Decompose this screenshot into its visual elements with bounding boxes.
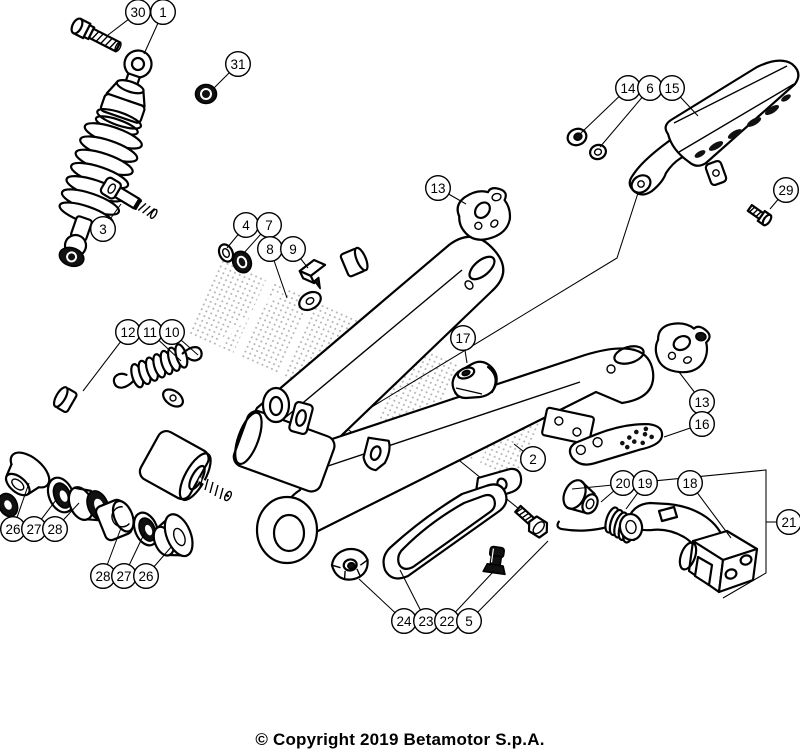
callout-27[interactable]: 27 xyxy=(110,531,146,590)
callout-28[interactable]: 28 xyxy=(42,502,80,543)
callout-26[interactable]: 26 xyxy=(132,545,173,590)
brake-rod xyxy=(162,246,369,408)
callout-14[interactable]: 14 xyxy=(580,74,642,134)
svg-text:13: 13 xyxy=(430,181,445,196)
rod-end-fitting xyxy=(0,492,19,518)
callout-1[interactable]: 1 xyxy=(143,0,176,55)
washer-4 xyxy=(217,243,235,263)
group-bracket-21 xyxy=(571,469,777,599)
svg-text:27: 27 xyxy=(26,522,41,537)
svg-text:14: 14 xyxy=(620,81,636,96)
callout-28[interactable]: 28 xyxy=(89,527,122,590)
svg-text:31: 31 xyxy=(230,57,245,72)
svg-text:7: 7 xyxy=(265,218,273,233)
callout-20[interactable]: 20 xyxy=(600,470,637,503)
swingarm xyxy=(232,235,655,565)
guard-screw-29 xyxy=(746,203,773,227)
svg-text:28: 28 xyxy=(95,569,110,584)
return-spring xyxy=(112,343,203,389)
callout-18[interactable]: 18 xyxy=(677,470,732,539)
chain-guard xyxy=(628,59,800,196)
svg-text:29: 29 xyxy=(778,183,793,198)
svg-text:9: 9 xyxy=(289,242,297,257)
svg-text:3: 3 xyxy=(99,222,107,237)
callout-12[interactable]: 12 xyxy=(82,319,141,392)
brake-pedal xyxy=(618,501,759,594)
screw-22 xyxy=(482,545,506,576)
svg-text:13: 13 xyxy=(694,395,709,410)
flange-bolt-5 xyxy=(514,504,549,539)
svg-text:15: 15 xyxy=(664,81,679,96)
callout-26[interactable]: 26 xyxy=(0,482,30,542)
svg-text:20: 20 xyxy=(615,476,630,491)
shock-nut xyxy=(194,83,218,105)
pedal-bushing xyxy=(562,479,599,515)
svg-text:22: 22 xyxy=(439,614,454,629)
svg-text:2: 2 xyxy=(529,452,537,467)
callout-9[interactable]: 9 xyxy=(280,235,309,269)
nut-24 xyxy=(330,547,369,581)
svg-text:10: 10 xyxy=(164,325,179,340)
svg-text:12: 12 xyxy=(120,325,135,340)
shock-absorber xyxy=(58,49,153,268)
svg-text:24: 24 xyxy=(396,614,412,629)
nut-7 xyxy=(231,250,253,274)
upper-shock-bolt xyxy=(70,17,122,53)
callout-29[interactable]: 29 xyxy=(769,176,800,210)
svg-text:5: 5 xyxy=(465,614,473,629)
svg-text:27: 27 xyxy=(116,569,131,584)
chain-disc-guard-right xyxy=(654,322,711,374)
svg-text:11: 11 xyxy=(143,325,157,340)
svg-text:21: 21 xyxy=(781,515,796,530)
chain-disc-guard-left xyxy=(456,187,512,241)
callout-2[interactable]: 2 xyxy=(513,443,547,473)
callout-17[interactable]: 17 xyxy=(450,325,477,364)
rod-clamp-tab xyxy=(298,290,322,312)
guard-mount-tab xyxy=(704,159,728,187)
callout-31[interactable]: 31 xyxy=(213,51,251,89)
callout-19[interactable]: 19 xyxy=(625,470,659,510)
chain-guide-bracket xyxy=(568,423,664,466)
svg-text:16: 16 xyxy=(694,417,709,432)
callout-24[interactable]: 24 xyxy=(358,578,418,635)
svg-text:8: 8 xyxy=(266,242,274,257)
svg-text:19: 19 xyxy=(637,476,652,491)
callout-23[interactable]: 23 xyxy=(399,569,440,635)
pivot-shaft-threads xyxy=(197,475,233,502)
svg-text:17: 17 xyxy=(455,331,470,346)
svg-text:1: 1 xyxy=(159,5,167,20)
callout-30[interactable]: 30 xyxy=(107,0,151,36)
chain-guide xyxy=(382,467,523,580)
svg-text:26: 26 xyxy=(138,569,153,584)
callout-10[interactable]: 10 xyxy=(158,319,199,356)
svg-text:30: 30 xyxy=(130,5,145,20)
callout-15[interactable]: 15 xyxy=(659,74,699,117)
chain-slider-pad xyxy=(451,360,498,400)
copyright-text: © Copyright 2019 Betamotor S.p.A. xyxy=(255,730,545,749)
callout-21[interactable]: 21 xyxy=(776,509,800,535)
callout-16[interactable]: 16 xyxy=(663,411,716,438)
washer-6 xyxy=(589,143,607,161)
svg-text:28: 28 xyxy=(47,522,62,537)
svg-text:23: 23 xyxy=(418,614,433,629)
svg-text:6: 6 xyxy=(646,81,654,96)
callout-3[interactable]: 3 xyxy=(89,203,122,242)
svg-text:26: 26 xyxy=(5,522,20,537)
lower-shock-bolt xyxy=(99,176,158,220)
pivot-boss xyxy=(138,429,212,502)
callout-13[interactable]: 13 xyxy=(425,174,467,205)
callout-11[interactable]: 11 xyxy=(136,319,182,362)
callout-5[interactable]: 5 xyxy=(456,540,549,635)
rod-clip xyxy=(298,258,327,290)
callout-13[interactable]: 13 xyxy=(678,371,716,416)
svg-text:18: 18 xyxy=(682,476,697,491)
mount-tab xyxy=(362,436,391,472)
callout-27[interactable]: 27 xyxy=(21,499,57,543)
svg-text:4: 4 xyxy=(242,218,250,233)
